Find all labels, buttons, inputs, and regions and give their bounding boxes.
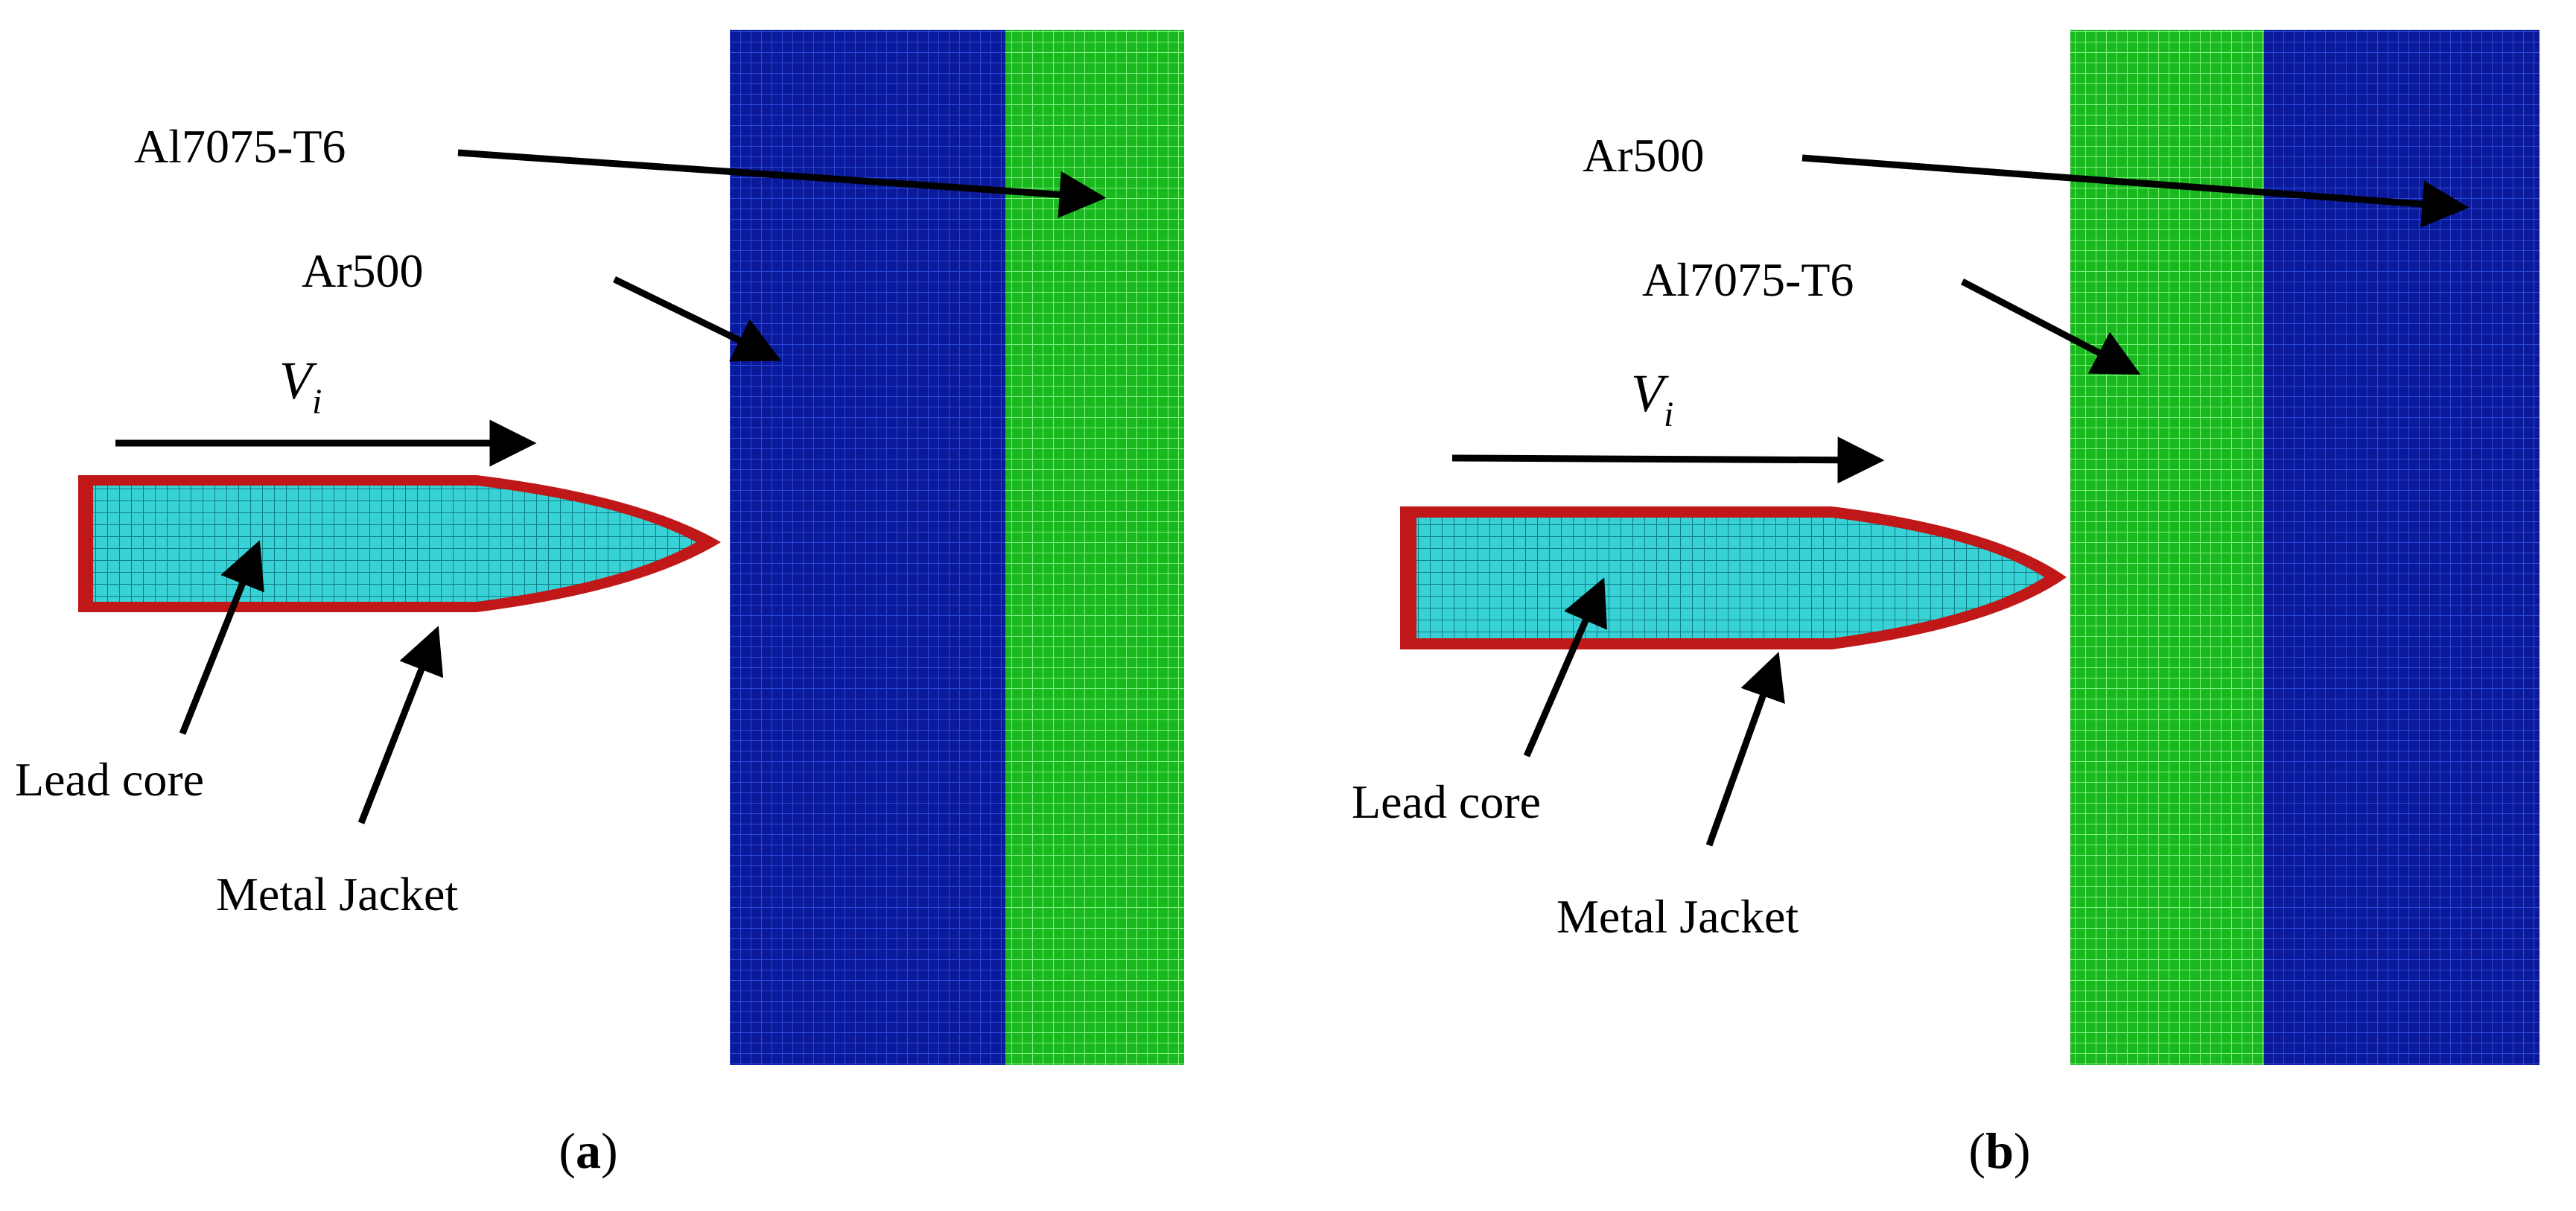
- panel-b-al7075-label: Al7075-T6: [1642, 253, 1854, 306]
- panel-a-jacket-leader-arrow: [357, 626, 444, 824]
- panel-a-velocity-label: Vi: [279, 351, 322, 422]
- panel-b-ar500-label: Ar500: [1583, 129, 1705, 182]
- panel-a-projectile: [78, 475, 721, 612]
- panel-a-jacket-label: Metal Jacket: [216, 868, 458, 921]
- panel-b-lead-core-label: Lead core: [1352, 775, 1541, 828]
- panel-a-ar500-label: Ar500: [302, 244, 424, 297]
- panel-a-lead-core-label: Lead core: [15, 753, 204, 806]
- panel-b-ar500-leader-arrow: [1801, 154, 2470, 228]
- panel-b-jacket-label: Metal Jacket: [1556, 890, 1799, 943]
- panel-a: Al7075-T6 Ar500 Vi Lead core Metal Jacke…: [15, 30, 1184, 1179]
- panel-b-lead-core-leader-arrow: [1523, 577, 1607, 757]
- panel-b-projectile: [1400, 506, 2067, 649]
- panel-a-al7075-label: Al7075-T6: [134, 120, 346, 173]
- panel-b-al7075-plate: [2070, 30, 2264, 1065]
- panel-b-ar500-plate: [2264, 30, 2540, 1065]
- panel-b-velocity-label: Vi: [1631, 363, 1673, 434]
- panel-a-caption: (a): [559, 1122, 617, 1179]
- panel-a-al7075-leader-arrow: [457, 149, 1107, 218]
- panel-b-velocity-arrow: [1451, 436, 1885, 484]
- panel-b-al7075-leader-arrow: [1960, 279, 2141, 375]
- panel-a-ar500-leader-arrow: [613, 276, 782, 362]
- panel-b: Ar500 Al7075-T6 Vi Lead core Metal Jacke…: [1352, 30, 2540, 1179]
- panel-b-jacket-leader-arrow: [1705, 652, 1785, 847]
- panel-a-lead-core-leader-arrow: [179, 540, 264, 735]
- panel-b-caption: (b): [1968, 1122, 2030, 1179]
- panel-a-ar500-plate: [730, 30, 1005, 1065]
- panel-a-al7075-plate: [1005, 30, 1184, 1065]
